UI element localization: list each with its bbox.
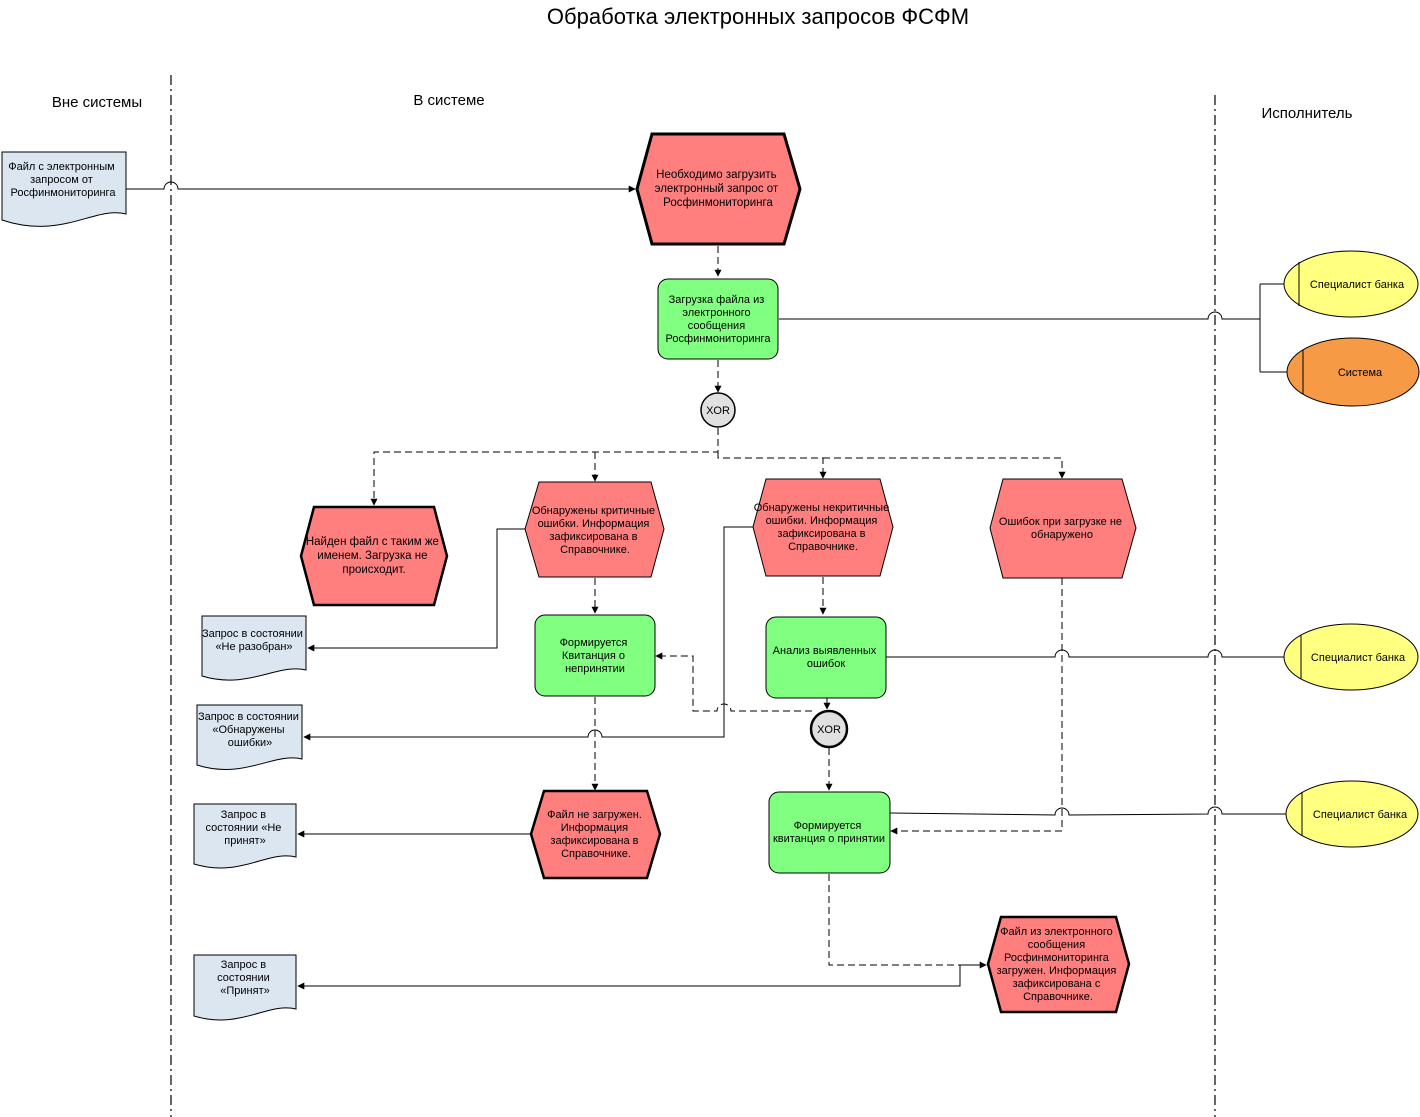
flow-input-to-start bbox=[126, 181, 636, 193]
assoc-accept-bank3 bbox=[889, 806, 1286, 816]
svg-text:XOR: XOR bbox=[706, 405, 730, 417]
flow-loaded-to-accepted-doc bbox=[297, 964, 986, 990]
event-noncritical: Обнаружены некритичные ошибки. Информаци… bbox=[752, 478, 894, 577]
doc-input-line3: Росфинмониторинга bbox=[11, 187, 117, 199]
svg-text:Загрузка файла из электр: Загрузка файла из электронного сообщения… bbox=[666, 294, 772, 345]
svg-text:Система: Система bbox=[1338, 367, 1383, 379]
svg-text:Запрос в состоянии «Обна: Запрос в состоянии «Обнаружены ошибки» bbox=[198, 711, 302, 749]
flow-xor1-to-noncritical bbox=[717, 452, 827, 479]
document-not-parsed: Запрос в состоянии «Не разобран» bbox=[201, 615, 307, 681]
svg-text:XOR: XOR bbox=[817, 724, 841, 736]
svg-text:Файл из электронного соо: Файл из электронного сообщения Росфинмон… bbox=[997, 926, 1120, 1003]
assoc-load-roles bbox=[779, 311, 1260, 320]
svg-text:Специалист банка: Специалист банка bbox=[1310, 279, 1405, 291]
flow-accept-to-loaded bbox=[828, 874, 987, 969]
event-not-loaded: Файл не загружен. Информация зафиксирова… bbox=[529, 789, 662, 880]
doc-input-line2: запросом от bbox=[30, 174, 93, 186]
flow-no-errors-to-accept bbox=[890, 578, 1063, 835]
xor-connector-1: XOR bbox=[700, 392, 736, 428]
role-bank-1: Специалист банка bbox=[1283, 250, 1419, 318]
document-errors-found: Запрос в состоянии «Обнаружены ошибки» bbox=[196, 704, 303, 770]
event-start: Необходимо загрузить электронный запрос … bbox=[635, 132, 802, 246]
flow-xor1-to-no-errors bbox=[823, 457, 1066, 479]
role-bank-3: Специалист банка bbox=[1285, 780, 1419, 848]
event-no-errors: Ошибок при загрузке не обнаружено bbox=[989, 478, 1137, 579]
svg-text:Файл не загружен. Информ: Файл не загружен. Информация зафиксирова… bbox=[547, 809, 645, 860]
flow-noncritical-to-errors-doc bbox=[303, 526, 754, 741]
svg-text:Запрос в состоянии: Запрос в состоянии «Принят» bbox=[217, 959, 273, 997]
event-critical: Обнаружены критичные ошибки. Информация … bbox=[524, 481, 665, 578]
lane-label-performer: Исполнитель bbox=[1262, 105, 1353, 122]
diagram-title: Обработка электронных запросов ФСФМ bbox=[547, 4, 969, 29]
function-analyze: Анализ выявленных ошибок bbox=[765, 616, 887, 699]
event-same-name: Найден файл с таким же именем. Загрузка … bbox=[299, 505, 449, 607]
flow-xor1-to-same-name bbox=[370, 428, 719, 506]
flow-xor2-to-reject bbox=[655, 652, 812, 712]
svg-text:Ошибок при загрузке не о: Ошибок при загрузке не обнаружено bbox=[999, 516, 1125, 541]
svg-text:Специалист банка: Специалист банка bbox=[1313, 809, 1408, 821]
doc-input-line1: Файл с электронным bbox=[8, 161, 114, 173]
assoc-analyze-bank2 bbox=[886, 649, 1284, 658]
svg-text:Найден файл с таким же и: Найден файл с таким же именем. Загрузка … bbox=[306, 536, 442, 576]
svg-text:Файл с электронным запро: Файл с электронным запросом от Росфинмон… bbox=[8, 161, 117, 199]
svg-text:Формируется Квитанция о: Формируется Квитанция о непринятии bbox=[560, 637, 631, 675]
svg-text:Запрос в состоянии «Не р: Запрос в состоянии «Не разобран» bbox=[202, 628, 306, 653]
function-reject-receipt: Формируется Квитанция о непринятии bbox=[534, 614, 656, 697]
document-not-accepted: Запрос в состоянии «Не принят» bbox=[193, 803, 297, 869]
function-accept-receipt: Формируется квитанция о принятии bbox=[768, 791, 891, 874]
svg-text:Необходимо загрузить эле: Необходимо загрузить электронный запрос … bbox=[655, 169, 782, 209]
document-accepted: Запрос в состоянии «Принят» bbox=[193, 954, 297, 1021]
role-bank-2: Специалист банка bbox=[1283, 623, 1419, 691]
lane-label-outside: Вне системы bbox=[52, 94, 142, 111]
lane-label-inside: В системе bbox=[413, 92, 484, 109]
function-load: Загрузка файла из электронного сообщения… bbox=[657, 278, 779, 360]
svg-text:Формируется квитанция о: Формируется квитанция о принятии bbox=[773, 820, 885, 845]
role-system: Система bbox=[1286, 337, 1420, 407]
xor-connector-2: XOR bbox=[809, 709, 849, 749]
document-input-file: Файл с электронным запросом от Росфинмон… bbox=[1, 151, 127, 227]
svg-text:Специалист банка: Специалист банка bbox=[1311, 652, 1406, 664]
connections bbox=[126, 181, 1288, 990]
svg-text:Анализ выявленных ошибок: Анализ выявленных ошибок bbox=[773, 645, 880, 670]
svg-text:Обнаружены некритичные о: Обнаружены некритичные ошибки. Информаци… bbox=[754, 502, 893, 553]
flow-critical-to-not-parsed bbox=[307, 528, 525, 652]
svg-text:Запрос в состоянии «Не: Запрос в состоянии «Не принят» bbox=[206, 809, 285, 847]
event-loaded: Файл из электронного сообщения Росфинмон… bbox=[986, 915, 1131, 1014]
svg-text:Обнаружены критичные оши: Обнаружены критичные ошибки. Информация … bbox=[532, 505, 658, 556]
